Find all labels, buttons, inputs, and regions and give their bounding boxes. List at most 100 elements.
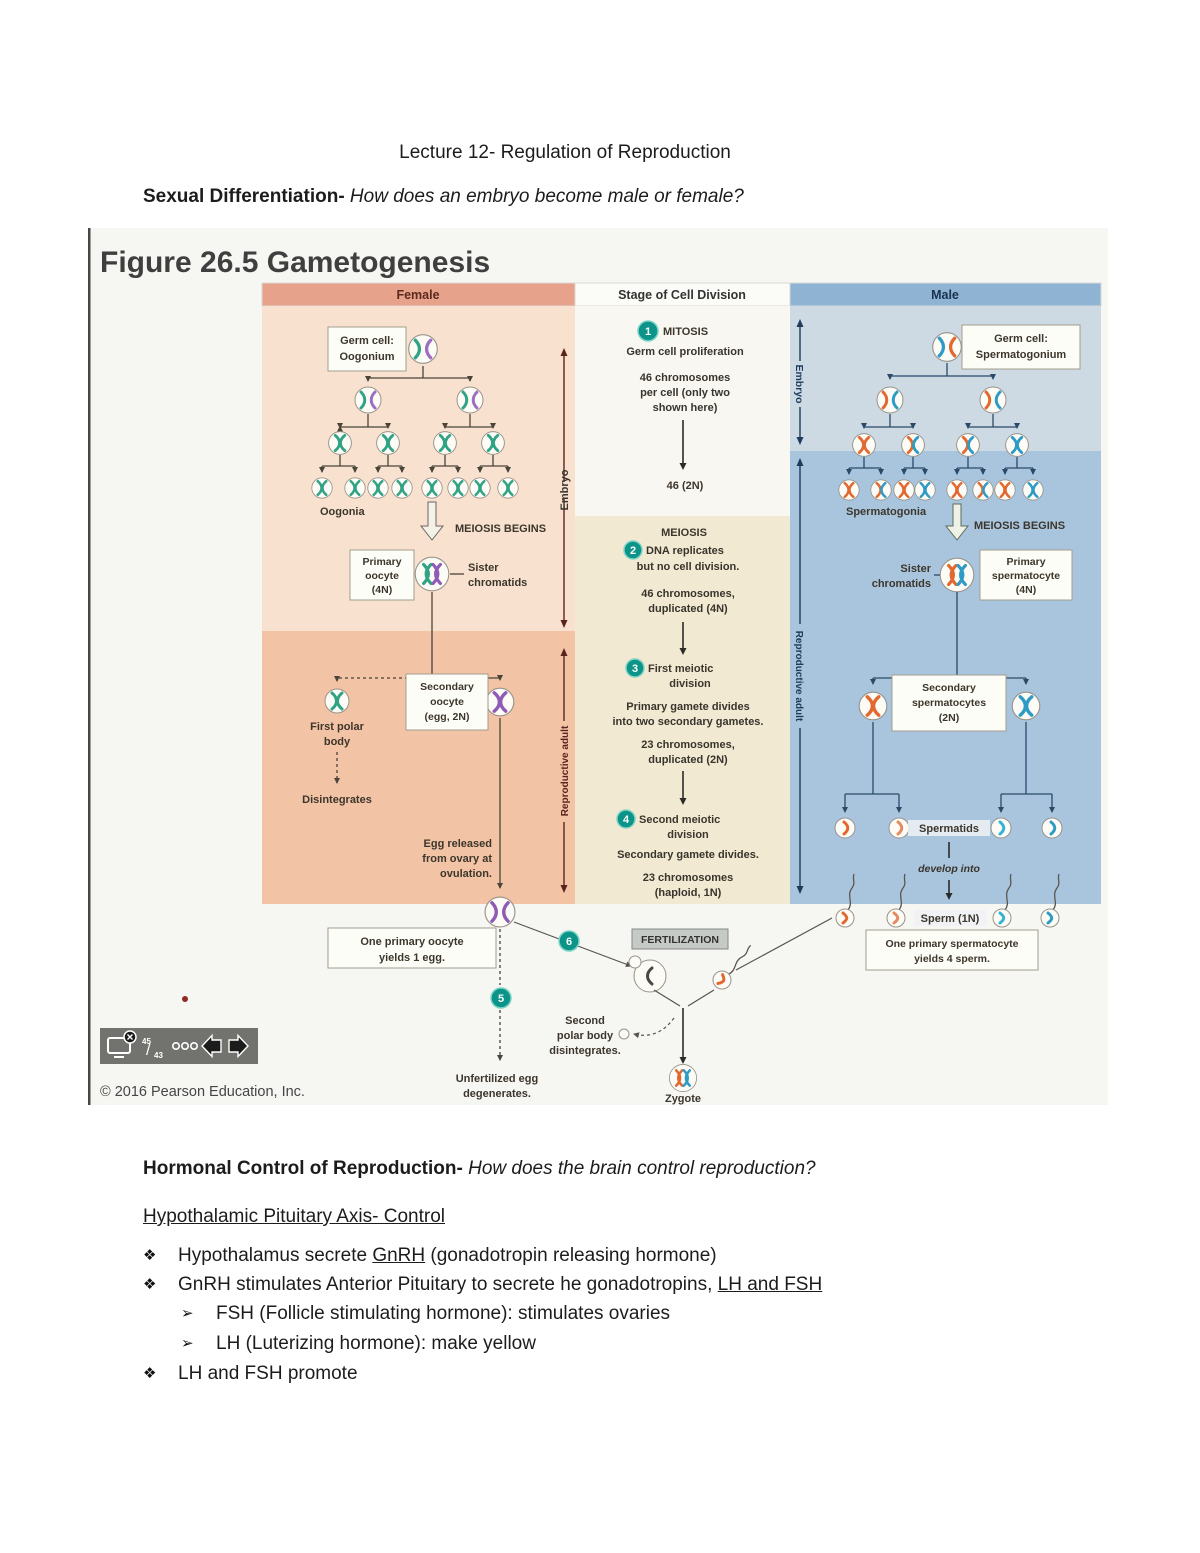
step-1-number: 1 <box>645 326 651 338</box>
egg-cell-icon <box>483 895 517 929</box>
figure-left-border <box>88 228 91 1105</box>
second-polar-line1: Second <box>565 1015 605 1027</box>
fertilization-section: 5 Unfertilized egg degenerates. 6 FERTIL… <box>182 917 833 1105</box>
spermatogonia-label: Spermatogonia <box>846 506 927 518</box>
primary-spermatocyte-box <box>979 549 1073 601</box>
first-meiotic-line1: First meiotic <box>648 663 713 675</box>
spermatocyte-yield-line1: One primary spermatocyte <box>885 938 1018 950</box>
unfertilized-line2: degenerates. <box>463 1088 531 1100</box>
stage-meiosis-panel <box>575 516 790 904</box>
secondary-spermatocytes-box <box>891 674 1007 732</box>
secondary-spermatocyte-cell-icon <box>1010 690 1042 722</box>
meiosis-begins-arrow <box>419 501 445 541</box>
female-column: Germ cell: Oogonium Oogonia MEIOSIS BEGI… <box>302 326 571 969</box>
arrow-bullet-icon: ➢ <box>181 1305 194 1322</box>
prev-arrow-icon <box>201 1033 222 1059</box>
step-6-number: 6 <box>566 936 572 948</box>
sperm-1n-label: Sperm (1N) <box>921 913 980 925</box>
heading-italic-text: How does an embryo become male or female… <box>344 186 744 207</box>
bullet2-underlined: LH and FSH <box>717 1274 823 1295</box>
spermatogonia-cell-icon <box>955 432 981 458</box>
meiosis-title: MEIOSIS <box>661 527 707 539</box>
bullet-gnrh-post: (gonadotropin releasing hormone) <box>425 1245 717 1266</box>
bullet-gnrh: ❖ Hypothalamus secrete GnRH (gonadotropi… <box>143 1246 1083 1265</box>
bullet2-pre: GnRH stimulates Anterior Pituitary to se… <box>178 1274 718 1295</box>
primary-gamete-line1: Primary gamete divides <box>626 701 750 713</box>
male-column: Germ cell: Spermatogonium Spermatogonia … <box>793 319 1081 971</box>
spermatogonia-cell-icon <box>875 385 905 415</box>
bullet-lh-fsh-promote-text: LH and FSH promote <box>178 1363 358 1384</box>
bullet-gnrh-underlined: GnRH <box>372 1245 426 1266</box>
mitosis-result-46-2n: 46 (2N) <box>667 480 704 492</box>
sub-bullet-lh-text: LH (Luterizing hormone): make yellow <box>216 1333 536 1354</box>
egg-released-line1: Egg released <box>424 838 492 850</box>
mitosis-line1: 46 chromosomes <box>640 372 730 384</box>
notes-bullets: ❖ Hypothalamus secrete GnRH (gonadotropi… <box>143 1246 1083 1393</box>
male-sister-chromatids-line1: Sister <box>900 563 931 575</box>
female-meiosis-begins-label: MEIOSIS BEGINS <box>455 523 546 535</box>
red-dot-mark <box>182 996 188 1002</box>
unfertilized-line1: Unfertilized egg <box>456 1073 539 1085</box>
oocyte-yield-box <box>327 927 497 969</box>
male-embryo-bracket: Embryo <box>793 319 805 445</box>
step-5-badge <box>490 987 512 1009</box>
primary-oocyte-line2: oocyte <box>365 570 399 582</box>
step-2-number: 2 <box>630 545 636 557</box>
secondary-oocyte-line1: Secondary <box>420 681 474 693</box>
step-3-number: 3 <box>632 663 638 675</box>
spermatids-label-bg <box>908 820 990 836</box>
figure-title: Figure 26.5 Gametogenesis <box>100 246 490 279</box>
step-1-badge <box>637 320 659 342</box>
zygote-cell-icon <box>668 1063 698 1093</box>
egg-released-line2: from ovary at <box>422 853 492 865</box>
oocyte-yield-line2: yields 1 egg. <box>379 952 445 964</box>
first-meiotic-line2: division <box>669 678 711 690</box>
male-header-label: Male <box>931 288 959 302</box>
female-sister-chromatids-line2: chromatids <box>468 577 527 589</box>
sub-bullet-fsh: ➢ FSH (Follicle stimulating hormone): st… <box>181 1304 1083 1323</box>
arrow-bullet-icon: ➢ <box>181 1335 194 1352</box>
figure-26-5-gametogenesis: Figure 26.5 Gametogenesis Female Stage o… <box>88 228 1108 1105</box>
subheading-hpa-control: Hypothalamic Pituitary Axis- Control <box>143 1206 445 1227</box>
male-repro-adult-bracket: Reproductive adult <box>793 458 804 894</box>
primary-oocyte-line3: (4N) <box>372 584 392 596</box>
slide-counter-top: 45 <box>142 1037 151 1046</box>
female-header-label: Female <box>396 288 439 302</box>
germ-cell-label-line2: Oogonium <box>340 351 395 363</box>
secondary-gamete-divides: Secondary gamete divides. <box>617 849 759 861</box>
bullet-gnrh-pre: Hypothalamus secrete <box>178 1245 373 1266</box>
sub-bullet-fsh-text: FSH (Follicle stimulating hormone): stim… <box>216 1303 671 1324</box>
germ-cell-label-line1: Germ cell: <box>340 335 394 347</box>
secondary-oocyte-cell-icon <box>484 686 516 718</box>
heading2-bold-text: Hormonal Control of Reproduction- <box>143 1158 463 1179</box>
screen-toggle-icon <box>107 1030 137 1058</box>
primary-oocyte-cell-icon <box>413 555 451 593</box>
bullet-gnrh-stimulates-text: GnRH stimulates Anterior Pituitary to se… <box>178 1275 822 1294</box>
slide-counter-bottom: 43 <box>154 1051 163 1060</box>
stage-mitosis-panel <box>575 306 790 516</box>
dup-4n-line1: 46 chromosomes, <box>641 588 735 600</box>
oogonia-cell-icon <box>480 430 506 456</box>
second-meiotic-line1: Second meiotic <box>639 814 720 826</box>
step-4-badge <box>616 809 636 829</box>
spermatids-label: Spermatids <box>919 823 979 835</box>
oogonia-cell-icon <box>375 430 401 456</box>
dna-replicates-line2: but no cell division. <box>637 561 740 573</box>
second-meiotic-line2: division <box>667 829 709 841</box>
page-title: Lecture 12- Regulation of Reproduction <box>399 142 731 163</box>
heading-hormonal-control: Hormonal Control of Reproduction- How do… <box>143 1158 816 1180</box>
primary-oocyte-line1: Primary <box>362 556 401 568</box>
step-2-badge <box>623 540 643 560</box>
figure-header-row: Female Stage of Cell Division Male <box>261 282 1102 307</box>
male-embryo-label: Embryo <box>793 364 805 403</box>
spermatocyte-yield-box <box>865 929 1039 971</box>
fertilization-label: FERTILIZATION <box>641 934 719 946</box>
oogonia-label: Oogonia <box>320 506 365 518</box>
second-polar-line2: polar body <box>557 1030 614 1042</box>
slide-counter: 45 / 43 <box>142 1037 163 1060</box>
primary-gamete-line2: into two secondary gametes. <box>613 716 764 728</box>
secondary-spermatocytes-line1: Secondary <box>922 682 976 694</box>
dup-2n-line1: 23 chromosomes, <box>641 739 735 751</box>
male-meiosis-begins-label: MEIOSIS BEGINS <box>974 520 1065 532</box>
